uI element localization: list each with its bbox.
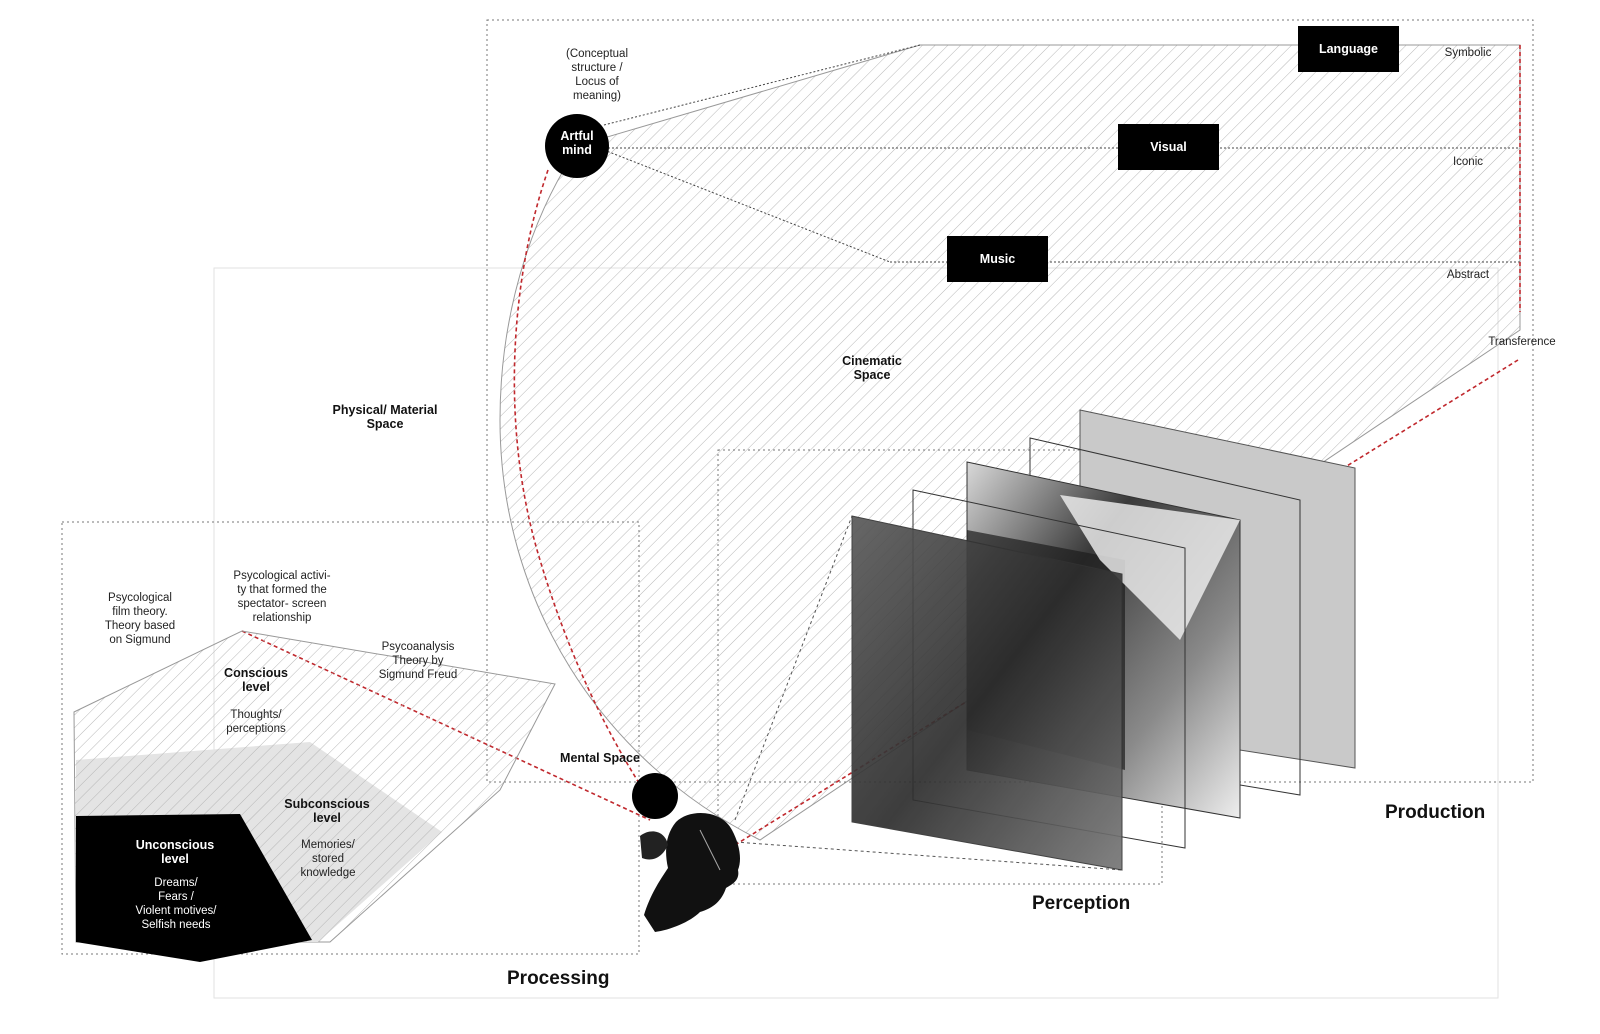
unconscious-level-area <box>76 814 312 962</box>
music-box: Music <box>947 236 1048 282</box>
processing-frame <box>61 521 640 955</box>
visual-label: Visual <box>1150 140 1187 154</box>
physical-space-label: Physical/ Material Space <box>332 403 438 431</box>
transference-label: Transference <box>1488 336 1556 348</box>
iconic-label: Iconic <box>1452 156 1484 168</box>
conscious-level-title: Conscious level <box>224 666 288 694</box>
visual-box: Visual <box>1118 124 1219 170</box>
unconscious-level-desc: Dreams/ Fears / Violent motives/ Selfish… <box>135 877 217 931</box>
language-box: Language <box>1298 26 1399 72</box>
mental-space-label: Mental Space <box>560 751 640 765</box>
perception-stage-label: Perception <box>1032 893 1131 914</box>
film-theory-label: Psycological film theory. Theory based o… <box>104 592 176 646</box>
symbolic-label: Symbolic <box>1444 47 1492 59</box>
psychological-activity-label: Psycological activi- ty that formed the … <box>233 570 331 624</box>
head-silhouette-icon <box>640 812 740 932</box>
abstract-label: Abstract <box>1446 269 1490 281</box>
language-label: Language <box>1318 42 1379 56</box>
subconscious-level-desc: Memories/ stored knowledge <box>300 839 356 879</box>
film-frame-icon <box>851 409 1356 871</box>
subconscious-level-title: Subconscious level <box>284 797 370 825</box>
conscious-level-desc: Thoughts/ perceptions <box>226 709 286 735</box>
music-label: Music <box>979 252 1016 266</box>
production-stage-label: Production <box>1385 802 1486 823</box>
artful-mind-note: (Conceptual structure / Locus of meaning… <box>565 48 628 102</box>
cinematic-space-area <box>499 44 1521 841</box>
artful-mind-label: Artful mind <box>560 129 594 157</box>
mental-space-node <box>632 773 678 819</box>
artful-mind-node <box>545 114 609 178</box>
processing-stage-label: Processing <box>507 968 610 989</box>
unconscious-level-title: Unconscious level <box>135 838 215 866</box>
psychoanalysis-label: Psycoanalysis Theory by Sigmund Freud <box>378 641 458 681</box>
cinematic-space-label: Cinematic Space <box>842 354 902 382</box>
